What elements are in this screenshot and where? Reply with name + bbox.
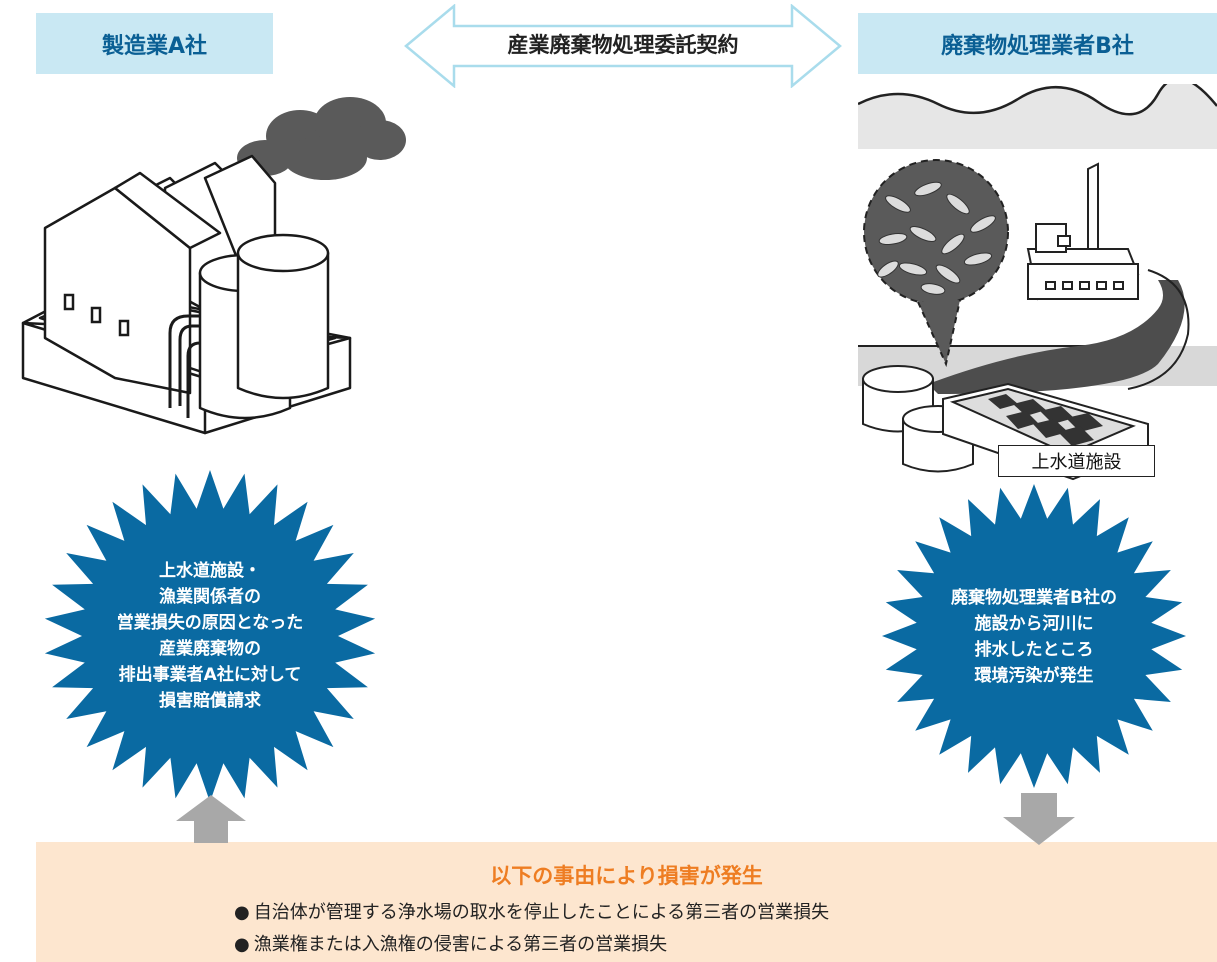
left-burst-line: 漁業関係者の — [159, 587, 261, 607]
damage-cause-item: ●漁業権または入漁権の侵害による第三者の営業損失 — [234, 930, 667, 956]
treatment-plant-icon — [858, 84, 1217, 481]
damage-cause-box: 以下の事由により損害が発生 ●自治体が管理する浄水場の取水を停止したことによる第… — [36, 842, 1217, 962]
left-burst-line: 営業損失の原因となった — [116, 613, 304, 633]
left-burst-line: 排出事業者A社に対して — [118, 665, 302, 685]
right-burst-line: 施設から河川に — [974, 613, 1094, 634]
dead-fish-icon — [877, 181, 996, 295]
right-burst-line: 排水したところ — [974, 639, 1094, 660]
mountain-icon — [858, 84, 1217, 149]
bullet-icon: ● — [234, 934, 250, 955]
damage-cause-text: 漁業権または入漁権の侵害による第三者の営業損失 — [253, 934, 668, 955]
contract-label: 産業廃棄物処理委託契約 — [507, 33, 739, 57]
left-starburst-icon — [44, 470, 376, 802]
water-plant-label: 上水道施設 — [998, 445, 1155, 477]
waste-processor-b-label: 廃棄物処理業者B社 — [858, 13, 1217, 74]
right-burst-line: 環境汚染が発生 — [974, 665, 1094, 686]
left-burst-line: 損害賠償請求 — [159, 691, 261, 711]
left-burst-text: 上水道施設・ 漁業関係者の 営業損失の原因となった 産業廃棄物の 排出事業者A社… — [42, 468, 378, 804]
down-arrow-icon — [1003, 793, 1075, 845]
right-burst-line: 廃棄物処理業者B社の — [951, 587, 1117, 608]
right-burst-text: 廃棄物処理業者B社の 施設から河川に 排水したところ 環境汚染が発生 — [879, 484, 1189, 789]
damage-cause-item: ●自治体が管理する浄水場の取水を停止したことによる第三者の営業損失 — [234, 898, 829, 924]
manufacturer-a-label: 製造業A社 — [36, 13, 273, 74]
bullet-icon: ● — [234, 902, 250, 923]
damage-cause-title: 以下の事由により損害が発生 — [490, 864, 763, 888]
damage-cause-text: 自治体が管理する浄水場の取水を停止したことによる第三者の営業損失 — [253, 902, 830, 923]
right-starburst-icon — [882, 484, 1186, 788]
factory-icon — [21, 97, 406, 435]
up-arrow-icon — [176, 795, 246, 843]
left-burst-line: 産業廃棄物の — [159, 639, 261, 659]
contract-double-arrow-icon — [404, 4, 842, 88]
left-burst-line: 上水道施設・ — [159, 561, 261, 581]
